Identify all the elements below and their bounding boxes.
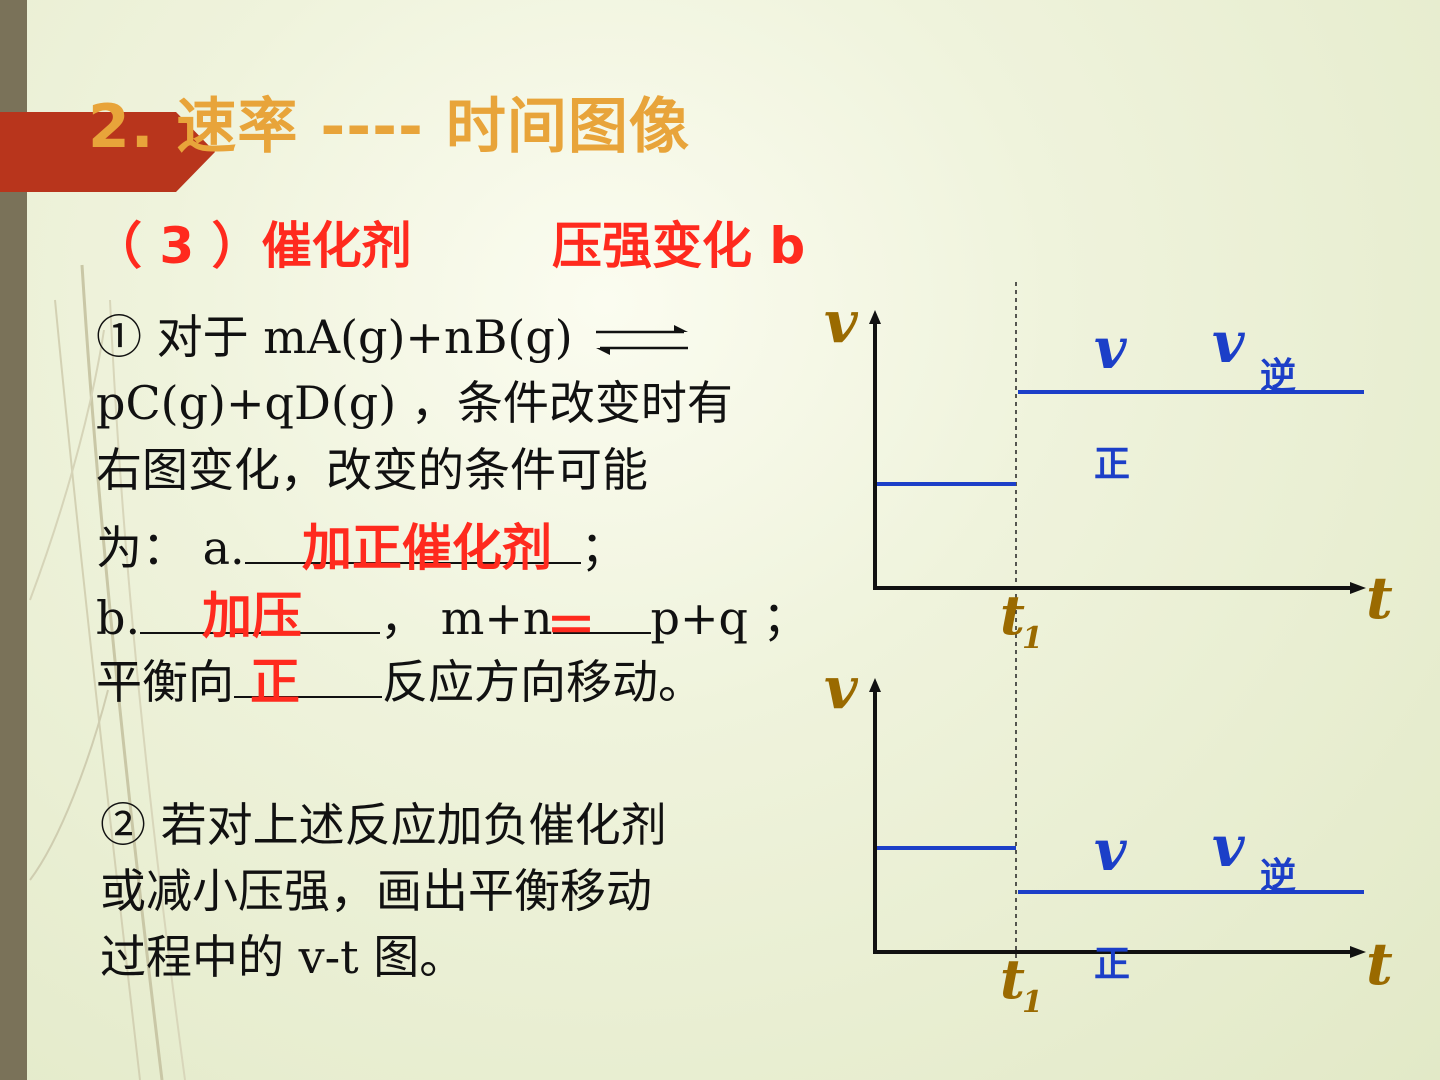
q1-line-1: ① 对于 mA(g)+nB(g): [96, 314, 573, 360]
q1-line-5-suffix: p+q ；: [650, 591, 809, 645]
answer-relation: ＝: [546, 597, 596, 655]
graph-bottom-y-arrow-icon: [869, 678, 881, 692]
answer-direction: 正: [250, 653, 300, 711]
q1-line-4: 为： a.；: [96, 516, 627, 571]
graph-bottom: v t t 1 v 正 v 逆: [824, 654, 1393, 1020]
graph-top-y-label: v: [824, 288, 859, 356]
q2-line-2: 或减小压强，画出平衡移动: [100, 864, 652, 918]
blank-direction: [234, 650, 382, 698]
graph-bottom-x-arrow-icon: [1350, 946, 1366, 958]
q2-line-1: ② 若对上述反应加负催化剂: [100, 798, 667, 852]
graph-top: v t t 1 v 正 v 逆: [824, 288, 1393, 656]
q1-line-6-prefix: 平衡向: [96, 655, 234, 709]
subtitle-pressure: 压强变化 b: [552, 217, 806, 275]
graph-top-t1-sub: 1: [1022, 621, 1043, 656]
graph-bottom-x-label: t: [1366, 930, 1393, 998]
graph-bottom-v-forward-sub: 正: [1094, 944, 1130, 985]
graph-top-v-forward: v: [1094, 316, 1128, 382]
q1-line-6: 平衡向反应方向移动。: [96, 650, 704, 705]
q1-line-1-text: ① 对于 mA(g)+nB(g): [96, 310, 573, 364]
q1-line-6-suffix: 反应方向移动。: [382, 655, 704, 709]
answer-b: 加压: [202, 587, 302, 645]
slide-title: 2. 速率 ---- 时间图像: [88, 92, 690, 162]
graph-bottom-t1-sub: 1: [1022, 985, 1043, 1020]
graph-top-v-reverse-sub: 逆: [1260, 356, 1296, 397]
answer-a: 加正催化剂: [302, 519, 552, 577]
subtitle-catalyst: （ 3 ）催化剂: [92, 217, 412, 275]
q1-line-3: 右图变化，改变的条件可能: [96, 443, 648, 497]
graph-top-v-reverse: v: [1212, 310, 1246, 376]
q1-line-4-suffix: ；: [580, 521, 627, 575]
graph-top-v-forward-sub: 正: [1094, 444, 1130, 485]
graph-bottom-y-label: v: [824, 654, 859, 722]
graph-top-x-arrow-icon: [1350, 582, 1366, 594]
graph-top-t1-label: t: [1000, 583, 1025, 647]
reversible-arrow-icon: [596, 325, 688, 355]
graph-bottom-v-forward: v: [1094, 818, 1128, 884]
title-ribbon: [0, 112, 215, 192]
q1-line-5-prefix: b.: [96, 591, 141, 645]
blank-b: [140, 586, 381, 634]
graph-bottom-v-reverse-sub: 逆: [1260, 856, 1296, 897]
blank-a: [244, 516, 581, 564]
q1-line-2: pC(g)+qD(g) ，条件改变时有: [96, 376, 733, 430]
graph-top-y-arrow-icon: [869, 310, 881, 324]
graph-bottom-t1-label: t: [1000, 947, 1025, 1011]
q1-line-4-prefix: 为： a.: [96, 521, 245, 575]
graph-top-x-label: t: [1366, 564, 1393, 632]
graph-bottom-v-reverse: v: [1212, 814, 1246, 880]
q1-line-5-mid: ， m+n: [380, 591, 553, 645]
q2-line-3: 过程中的 v-t 图。: [100, 930, 466, 984]
blank-relation: [552, 586, 651, 634]
